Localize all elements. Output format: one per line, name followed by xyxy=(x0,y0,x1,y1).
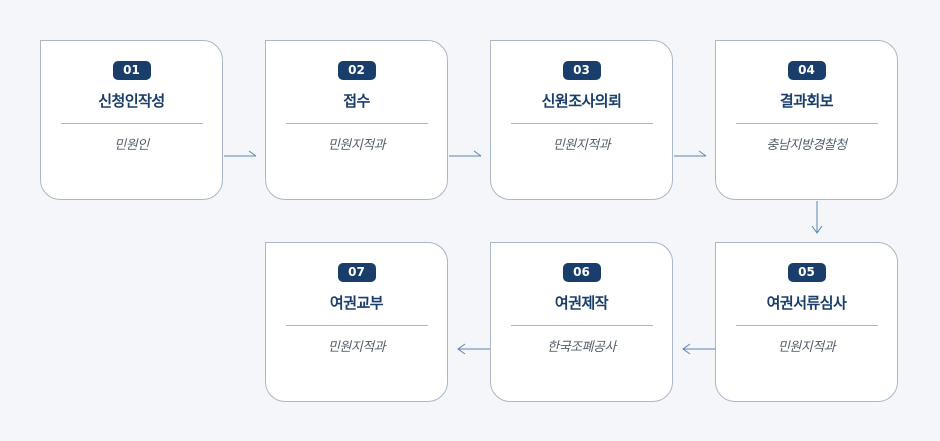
step-number-badge: 06 xyxy=(562,263,601,282)
arrow-04-to-05 xyxy=(811,201,823,234)
arrow-06-to-07 xyxy=(457,343,490,355)
arrow-02-to-03 xyxy=(449,150,482,157)
arrow-03-to-04 xyxy=(674,150,707,157)
divider xyxy=(60,123,203,124)
step-card-01: 01 신청인작성 민원인 xyxy=(40,40,223,200)
step-department: 민원지적과 xyxy=(552,138,611,153)
step-card-03: 03 신원조사의뢰 민원지적과 xyxy=(490,40,673,200)
divider xyxy=(735,325,878,326)
step-card-06: 06 여권제작 한국조폐공사 xyxy=(490,242,673,402)
step-card-05: 05 여권서류심사 민원지적과 xyxy=(715,242,898,402)
arrow-01-to-02 xyxy=(224,150,257,157)
step-department: 한국조폐공사 xyxy=(547,340,616,355)
step-number-badge: 07 xyxy=(337,263,376,282)
step-department: 민원지적과 xyxy=(777,340,836,355)
divider xyxy=(735,123,878,124)
step-department: 민원인 xyxy=(114,138,149,153)
divider xyxy=(510,325,653,326)
step-title: 접수 xyxy=(343,92,370,110)
step-number-badge: 05 xyxy=(787,263,826,282)
step-number-badge: 04 xyxy=(787,61,826,80)
divider xyxy=(285,123,428,124)
step-number-badge: 03 xyxy=(562,61,601,80)
arrow-05-to-06 xyxy=(682,343,715,355)
step-number-badge: 01 xyxy=(112,61,151,80)
step-department: 민원지적과 xyxy=(327,138,386,153)
step-number-badge: 02 xyxy=(337,61,376,80)
step-title: 여권교부 xyxy=(329,294,384,312)
divider xyxy=(285,325,428,326)
step-title: 결과회보 xyxy=(779,92,834,110)
step-title: 여권제작 xyxy=(554,294,609,312)
step-card-02: 02 접수 민원지적과 xyxy=(265,40,448,200)
step-title: 여권서류심사 xyxy=(766,294,847,312)
step-title: 신청인작성 xyxy=(98,92,165,110)
step-card-04: 04 결과회보 충남지방경찰청 xyxy=(715,40,898,200)
divider xyxy=(510,123,653,124)
step-card-07: 07 여권교부 민원지적과 xyxy=(265,242,448,402)
step-department: 충남지방경찰청 xyxy=(766,138,847,153)
step-department: 민원지적과 xyxy=(327,340,386,355)
step-title: 신원조사의뢰 xyxy=(541,92,622,110)
